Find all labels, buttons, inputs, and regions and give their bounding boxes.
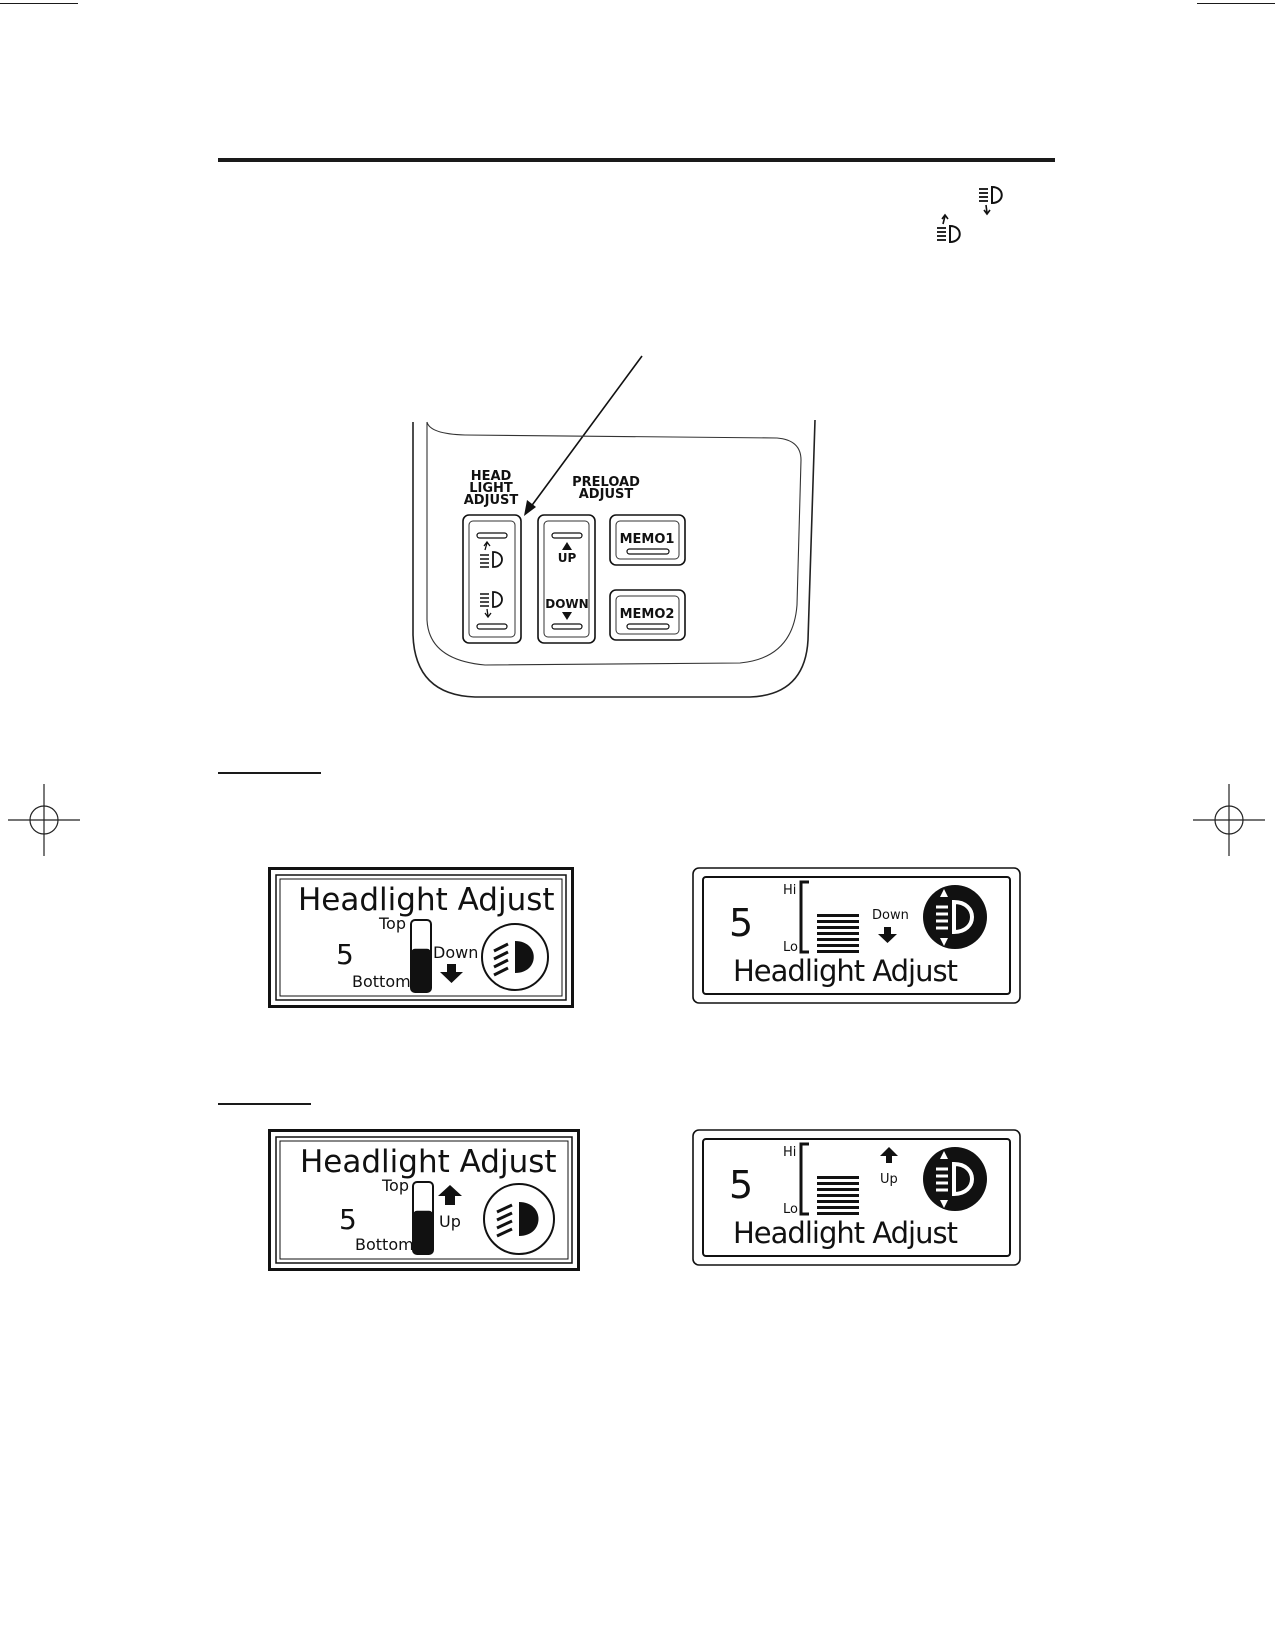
up-arrow-icon (438, 1185, 462, 1205)
pointer-arrowhead (524, 500, 536, 516)
preload-down-label: DOWN (545, 597, 588, 611)
up-arrow-icon (880, 1147, 898, 1163)
headlight-down-icon (979, 185, 1003, 216)
control-panel-illustration: HEAD LIGHT ADJUST PRELOAD ADJUST UP DOWN… (412, 355, 816, 698)
level-number: 5 (729, 901, 753, 945)
headlight-group-label-line3: ADJUST (464, 493, 519, 508)
display-up-right: 5 Hi Lo Up Headlight Adjust (692, 1129, 1021, 1266)
level-bars (817, 914, 859, 953)
crop-mark-top-right (1197, 3, 1275, 4)
registration-mark-left (8, 784, 80, 856)
lo-label: Lo (783, 1202, 798, 1217)
section-rule-down (218, 772, 321, 774)
preload-group-label-line1: PRELOAD (572, 475, 640, 490)
headlight-badge-icon (923, 1147, 987, 1211)
level-number: 5 (729, 1163, 753, 1207)
memo2-button (609, 589, 686, 641)
headlight-adjust-switch (462, 514, 522, 644)
memo1-label: MEMO1 (620, 532, 675, 547)
headlight-icon (496, 1202, 539, 1238)
level-bracket (799, 1142, 809, 1216)
preload-adjust-switch (537, 514, 596, 644)
direction-label: Up (439, 1212, 461, 1231)
panel-inner-outline (426, 421, 802, 666)
bottom-label: Bottom (352, 972, 411, 991)
direction-label: Up (880, 1172, 898, 1187)
hi-label: Hi (783, 883, 796, 898)
display-down-right: 5 Hi Lo Down Headlight Adjust (692, 867, 1021, 1004)
direction-label: Down (433, 943, 478, 962)
crop-mark-top-left (0, 3, 78, 4)
direction-label: Down (872, 908, 909, 923)
bottom-label: Bottom (355, 1235, 414, 1254)
preload-group-label-line2: ADJUST (579, 487, 634, 502)
panel-outline (412, 419, 816, 698)
top-label: Top (381, 1176, 409, 1195)
headlight-group-label-line2: LIGHT (469, 481, 513, 496)
display-title: Headlight Adjust (300, 1144, 557, 1180)
display-down-left: Headlight Adjust 5 Top Bottom Down (268, 867, 574, 1008)
registration-mark-right (1193, 784, 1265, 856)
headlight-badge-icon (923, 885, 987, 949)
section-rule-up (218, 1103, 311, 1105)
switch-headlight-up-icon (480, 540, 503, 568)
down-arrow-icon (878, 927, 897, 943)
headlight-icon (493, 941, 534, 977)
level-number: 5 (336, 938, 354, 971)
display-up-left: Headlight Adjust 5 Top Bottom Up (268, 1129, 580, 1271)
headlight-up-icon (937, 213, 961, 244)
display-title: Headlight Adjust (733, 1216, 958, 1250)
memo2-label: MEMO2 (620, 607, 675, 622)
hi-label: Hi (783, 1145, 796, 1160)
top-label: Top (378, 914, 406, 933)
display-title: Headlight Adjust (733, 954, 958, 988)
pointer-line (529, 355, 643, 509)
preload-down-arrow-icon (562, 612, 572, 620)
lo-label: Lo (783, 940, 798, 955)
section-heading-rule (218, 158, 1055, 162)
memo1-button (609, 514, 686, 566)
level-gauge-fill (411, 948, 431, 992)
preload-up-arrow-icon (562, 542, 572, 550)
switch-headlight-down-icon (480, 591, 503, 619)
preload-up-label: UP (558, 551, 577, 565)
down-arrow-icon (440, 964, 463, 983)
level-number: 5 (339, 1203, 357, 1236)
display-title: Headlight Adjust (298, 882, 555, 918)
headlight-group-label-line1: HEAD (471, 469, 512, 484)
level-bars (817, 1176, 859, 1215)
level-gauge-fill (413, 1210, 433, 1254)
level-bracket (799, 880, 809, 954)
